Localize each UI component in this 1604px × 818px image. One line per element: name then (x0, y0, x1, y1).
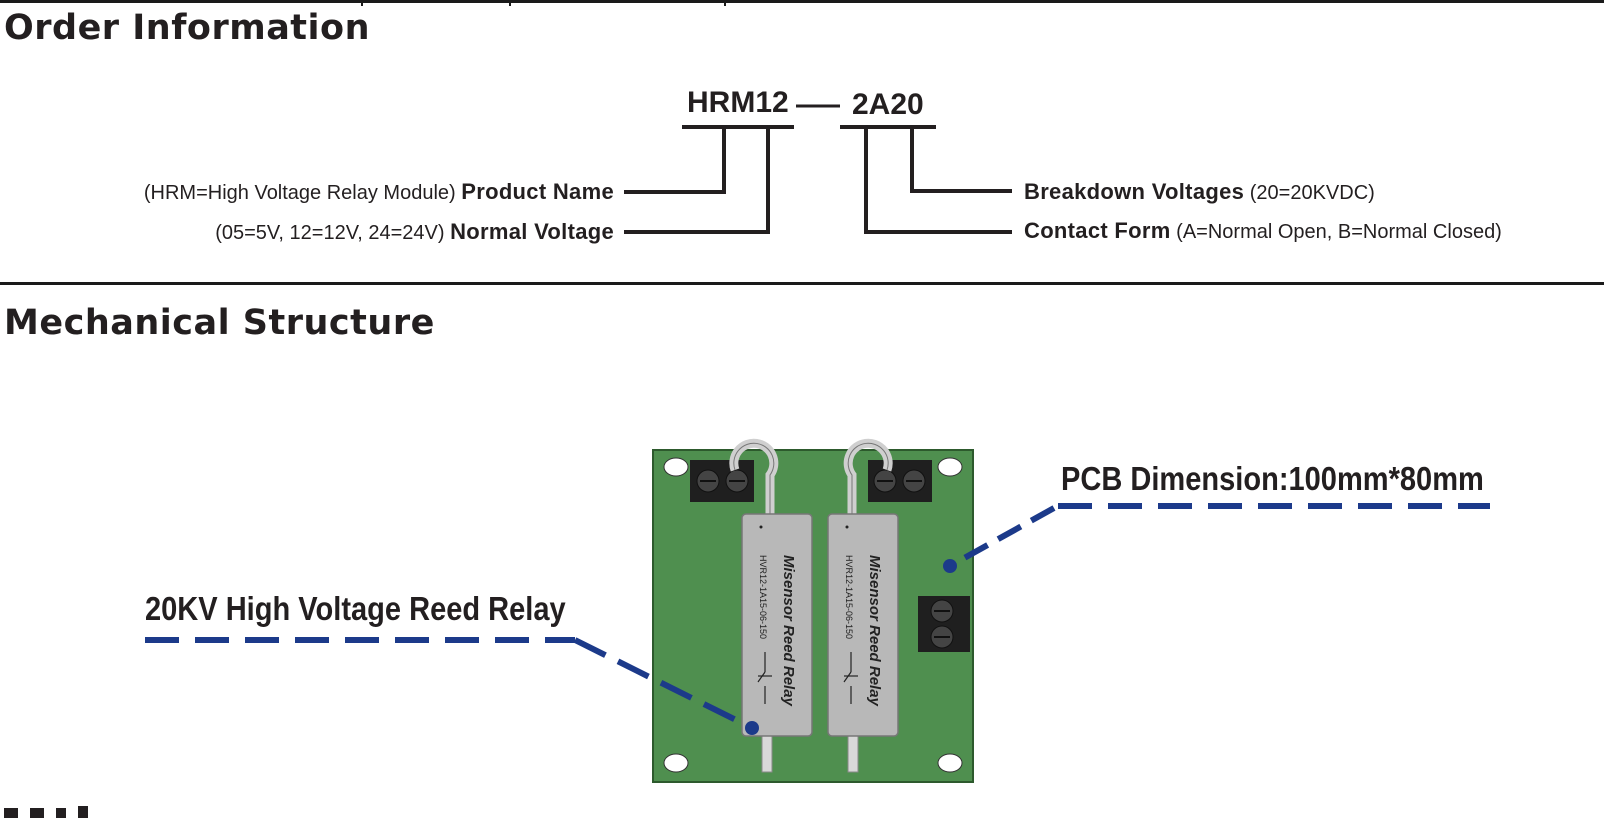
pcb-callout-dot (943, 559, 957, 573)
breakdown-voltages-connector (910, 127, 1012, 193)
relay-right-brand: Misensor Reed Relay (866, 555, 883, 707)
pcb-dimension-callout: PCB Dimension:100mm*80mm (1061, 460, 1484, 497)
breakdown-voltages-note: (20=20KVDC) (1249, 182, 1375, 204)
normal-voltage-connector (624, 127, 770, 234)
breakdown-voltages-label: Breakdown Voltages (20=20KVDC) (1024, 179, 1375, 205)
mounting-hole-tl (663, 457, 689, 477)
code-product-voltage: HRM12 (687, 86, 789, 119)
relay-lead-bottom-right (847, 731, 859, 773)
contact-form-text: Contact Form (1024, 218, 1171, 243)
breakdown-voltages-text: Breakdown Voltages (1024, 179, 1245, 204)
relay-left-switch-symbol (757, 652, 772, 704)
mechanical-structure-title: Mechanical Structure (4, 303, 435, 343)
relay-lead-hook-left-outline (733, 442, 775, 515)
order-information-title: Order Information (4, 8, 371, 48)
normal-voltage-label: (05=5V, 12=12V, 24=24V) Normal Voltage (215, 219, 614, 245)
code-contact-breakdown: 2A20 (852, 88, 924, 121)
mounting-hole-br (937, 753, 963, 773)
top-border (0, 0, 1604, 3)
mounting-hole-tr (937, 457, 963, 477)
relay-left-brand: Misensor Reed Relay (780, 555, 797, 707)
mounting-hole-bl (663, 753, 689, 773)
relay-lead-hook-right-outline (847, 442, 889, 515)
contact-form-label: Contact Form (A=Normal Open, B=Normal Cl… (1024, 218, 1502, 244)
contact-form-note: (A=Normal Open, B=Normal Closed) (1176, 221, 1502, 243)
reed-relay-right (827, 513, 899, 737)
reed-relay-left (741, 513, 813, 737)
pcb-callout-leader (948, 505, 1056, 569)
relay-left-model: HVR12-1A15-06-150 (758, 555, 768, 639)
product-name-text: Product Name (461, 179, 614, 204)
normal-voltage-note: (05=5V, 12=12V, 24=24V) (215, 222, 445, 244)
product-name-connector (624, 127, 726, 194)
relay-callout-dot (745, 721, 759, 735)
terminal-block-top-left (690, 460, 754, 502)
relay-right-model: HVR12-1A15-06-150 (844, 555, 854, 639)
product-name-label: (HRM=High Voltage Relay Module) Product … (144, 179, 614, 205)
product-name-note: (HRM=High Voltage Relay Module) (143, 182, 456, 204)
relay-lead-bottom-left (761, 731, 773, 773)
normal-voltage-text: Normal Voltage (450, 219, 614, 244)
contact-form-connector (864, 127, 1012, 234)
terminal-block-top-right (868, 460, 932, 502)
relay-callout-leader (573, 637, 754, 731)
reed-relay-callout: 20KV High Voltage Reed Relay (145, 590, 566, 627)
section-divider (0, 282, 1604, 285)
terminal-block-right (918, 596, 970, 652)
relay-right-switch-symbol (843, 652, 858, 704)
